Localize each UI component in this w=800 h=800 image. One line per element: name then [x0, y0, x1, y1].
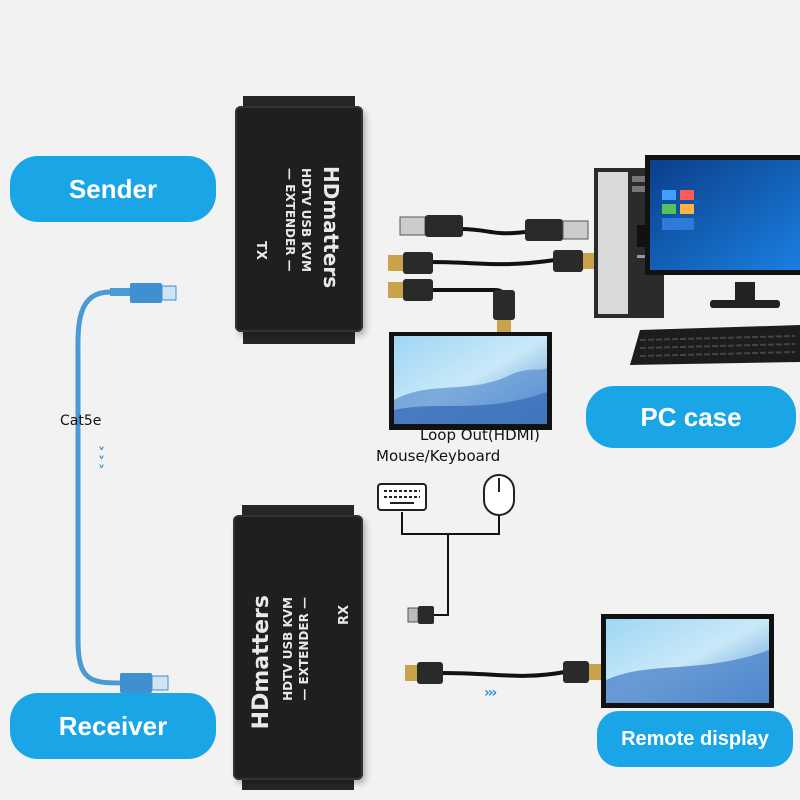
tx-brand: HDmatters — [319, 166, 343, 289]
rx-model: HDTV USB KVM — [281, 597, 295, 701]
cat5e-cable — [75, 288, 132, 686]
mouse-keyboard-label: Mouse/Keyboard — [376, 447, 501, 465]
mouse-icon — [483, 474, 515, 516]
keyboard-icon — [377, 483, 427, 511]
hdmi-cable — [388, 250, 597, 274]
chevron-arrow-icon: ˅˅˅ — [98, 446, 105, 480]
monitor-icon — [389, 332, 552, 430]
rx-tag: RX — [337, 605, 352, 626]
remote-display-label: Remote display — [597, 711, 793, 767]
usb-cable — [399, 215, 589, 241]
loop-out-label: Loop Out(HDMI) — [420, 426, 540, 444]
pc-keyboard-icon — [630, 325, 800, 365]
pc-monitor-icon — [645, 155, 800, 308]
rj45-plug-icon — [130, 283, 177, 303]
rx-type: — EXTENDER — — [297, 597, 311, 701]
pc-case-label: PC case — [586, 386, 796, 448]
rj45-plug-icon — [120, 673, 169, 693]
tx-extender-device: HDmatters HDTV USB KVM — EXTENDER — TX — [235, 106, 363, 332]
tx-model: HDTV USB KVM — [299, 168, 313, 272]
mouse-keyboard-wires — [401, 512, 500, 616]
sender-label: Sender — [10, 156, 216, 222]
cat5e-label: Cat5e — [60, 413, 102, 429]
tx-type: — EXTENDER — — [283, 168, 297, 272]
tx-tag: TX — [253, 241, 268, 260]
rx-brand: HDmatters — [249, 595, 274, 730]
rx-extender-device: HDmatters HDTV USB KVM — EXTENDER — RX — [233, 515, 363, 780]
receiver-label: Receiver — [10, 693, 216, 759]
remote-monitor-icon — [601, 614, 774, 708]
hdmi-loop-out-cable — [388, 279, 515, 332]
chevron-arrow-icon: ››› — [484, 685, 497, 701]
hdmi-remote-cable — [405, 661, 601, 684]
usb-plug-icon — [407, 606, 434, 624]
tx-mount-tab-bottom — [243, 330, 355, 344]
